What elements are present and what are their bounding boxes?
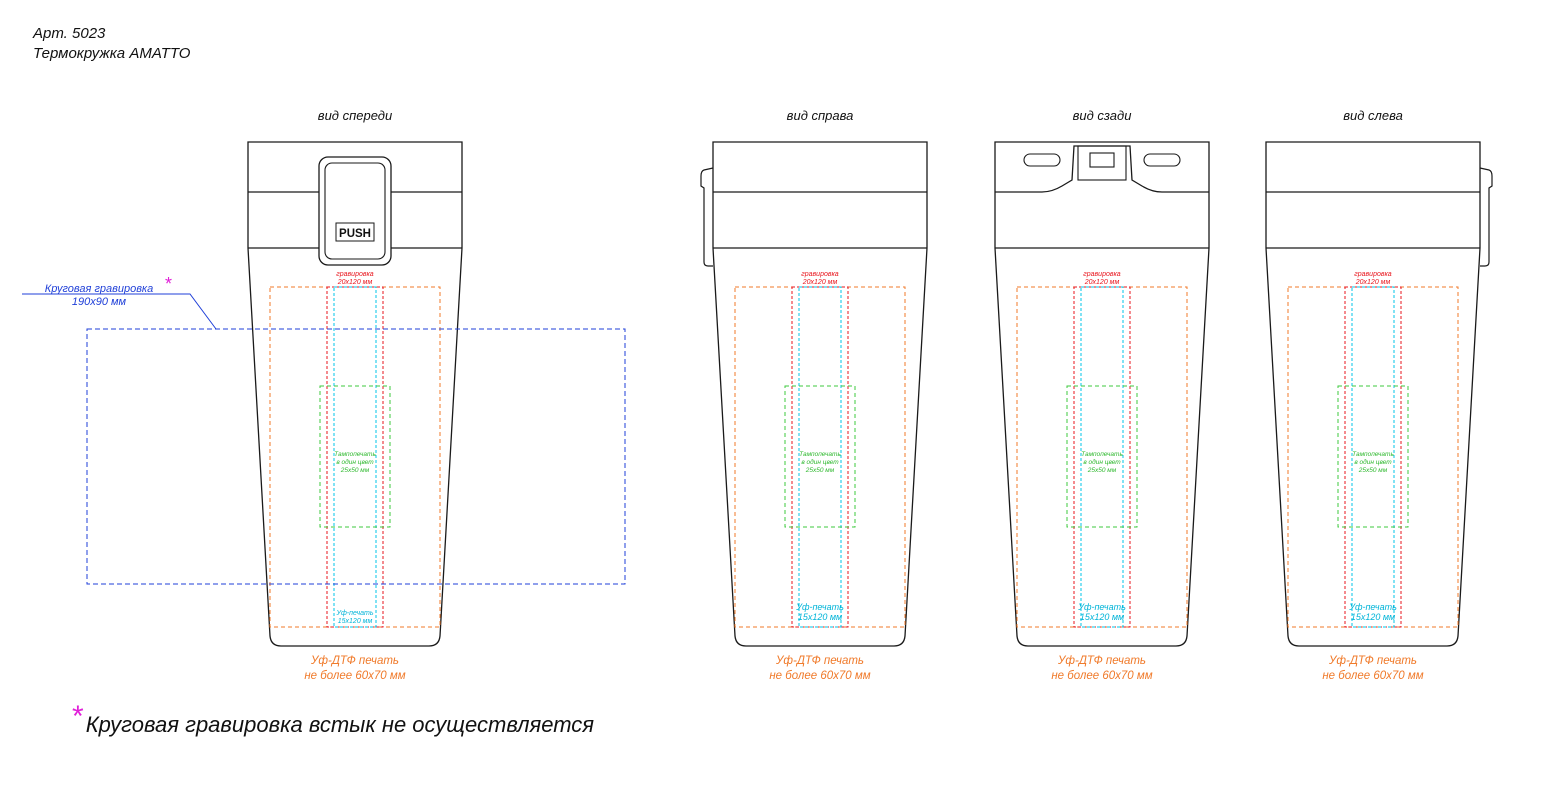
engraving-size: 20х120 мм (802, 279, 838, 286)
circular-engraving-asterisk: * (165, 274, 172, 294)
view-title: вид справа (787, 108, 854, 123)
pad-print-line2: в один цвет (801, 458, 839, 466)
pad-print-size: 25х50 мм (340, 467, 370, 474)
uv-print-size: 15х120 мм (1080, 612, 1124, 622)
hinge-window (1089, 152, 1115, 168)
uv-print-size: 15х120 мм (798, 612, 842, 622)
pad-print-line2: в один цвет (1354, 458, 1392, 466)
uv-dtf-line2: не более 60х70 мм (1322, 670, 1423, 682)
circular-engraving-size: 190х90 мм (72, 296, 127, 308)
uv-print-title: Уф-печать (335, 610, 373, 617)
footnote-text: Круговая гравировка встык не осуществляе… (85, 712, 595, 737)
uv-dtf-line2: не более 60х70 мм (1051, 670, 1152, 682)
engraving-title: гравировка (1354, 271, 1392, 278)
pad-print-line1: Тампопечать (1352, 451, 1394, 458)
view-title: вид слева (1343, 108, 1403, 123)
uv-print-zone (1080, 286, 1124, 628)
cup-body-outline (1265, 141, 1481, 647)
footnote: *Круговая гравировка встык не осуществля… (72, 700, 595, 740)
uv-print-zone (798, 286, 842, 628)
pad-print-line2: в один цвет (336, 458, 374, 466)
pad-print-size: 25х50 мм (805, 467, 835, 474)
engraving-title: гравировка (801, 271, 839, 278)
pad-print-zone (319, 385, 391, 528)
push-button-side (1479, 167, 1493, 267)
circular-engraving-leader (22, 293, 217, 330)
engraving-size: 20х120 мм (1084, 279, 1120, 286)
circular-engraving: Круговая гравировка * 190х90 мм (22, 274, 626, 585)
uv-dtf-line1: Уф-ДТФ печать (775, 655, 864, 667)
uv-print-size: 15х120 мм (338, 618, 373, 625)
pad-print-line1: Тампопечать (334, 451, 376, 458)
uv-print-zone (1351, 286, 1395, 628)
circular-engraving-zone (86, 328, 626, 585)
uv-print-zone (333, 286, 377, 628)
push-label: PUSH (339, 228, 371, 240)
vent-slot-left (1023, 153, 1061, 167)
view-title: вид сзади (1073, 108, 1132, 123)
vent-slot-right (1143, 153, 1181, 167)
push-button-inner (324, 162, 386, 260)
footnote-asterisk: * (72, 700, 84, 733)
pad-print-line1: Тампопечать (1081, 451, 1123, 458)
uv-print-title: Уф-печать (1077, 602, 1126, 612)
back-view: вид сзади гравировка 20х120 мм Тампопеча… (994, 108, 1210, 682)
cup-body-outline (712, 141, 928, 647)
uv-dtf-line1: Уф-ДТФ печать (1328, 655, 1417, 667)
uv-dtf-line1: Уф-ДТФ печать (1057, 655, 1146, 667)
pad-print-zone (1066, 385, 1138, 528)
article-number: Арт. 5023 (33, 25, 106, 42)
pad-print-zone (784, 385, 856, 528)
front-view: вид спереди PUSH гравировка 20х120 мм Та… (247, 108, 463, 682)
cup-body-outline (994, 141, 1210, 647)
push-button-side (700, 167, 714, 267)
uv-print-title: Уф-печать (795, 602, 844, 612)
hinge-block (1077, 145, 1127, 181)
pad-print-line1: Тампопечать (799, 451, 841, 458)
left-view: вид слева гравировка 20х120 мм Тампопеча… (1265, 108, 1493, 682)
uv-dtf-line2: не более 60х70 мм (304, 670, 405, 682)
push-label-frame (335, 222, 375, 242)
product-name: Термокружка AMATTO (33, 45, 191, 62)
cup-body-outline (247, 141, 463, 647)
circular-engraving-title: Круговая гравировка (45, 283, 154, 295)
engraving-title: гравировка (1083, 271, 1121, 278)
engraving-size: 20х120 мм (1355, 279, 1391, 286)
right-view: вид справа гравировка 20х120 мм Тампопеч… (700, 108, 928, 682)
pad-print-size: 25х50 мм (1087, 467, 1117, 474)
engraving-title: гравировка (336, 271, 374, 278)
view-title: вид спереди (318, 108, 392, 123)
uv-print-size: 15х120 мм (1351, 612, 1395, 622)
engraving-size: 20х120 мм (337, 279, 373, 286)
uv-print-title: Уф-печать (1348, 602, 1397, 612)
pad-print-line2: в один цвет (1083, 458, 1121, 466)
pad-print-zone (1337, 385, 1409, 528)
pad-print-size: 25х50 мм (1358, 467, 1388, 474)
uv-dtf-line2: не более 60х70 мм (769, 670, 870, 682)
uv-dtf-line1: Уф-ДТФ печать (310, 655, 399, 667)
